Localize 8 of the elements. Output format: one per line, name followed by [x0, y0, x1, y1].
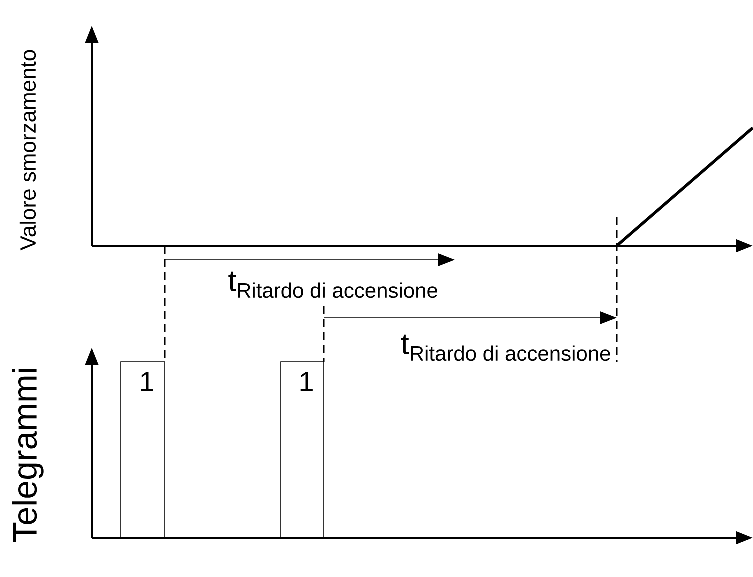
- pulse-number: 1: [300, 372, 313, 392]
- pulse-number: 1: [141, 372, 154, 392]
- axis-title: Valore smorzamento: [20, 50, 36, 251]
- pulse-box: [280, 362, 324, 538]
- delay-label: $\text{t}_{\text{Ritardo di accensione}}$: [228, 272, 438, 298]
- pulse-box: [120, 362, 166, 538]
- axis-title: Telegrammi: [12, 369, 44, 542]
- delay-label: $\text{t}_{\text{Ritardo di accensione}}$: [401, 334, 610, 362]
